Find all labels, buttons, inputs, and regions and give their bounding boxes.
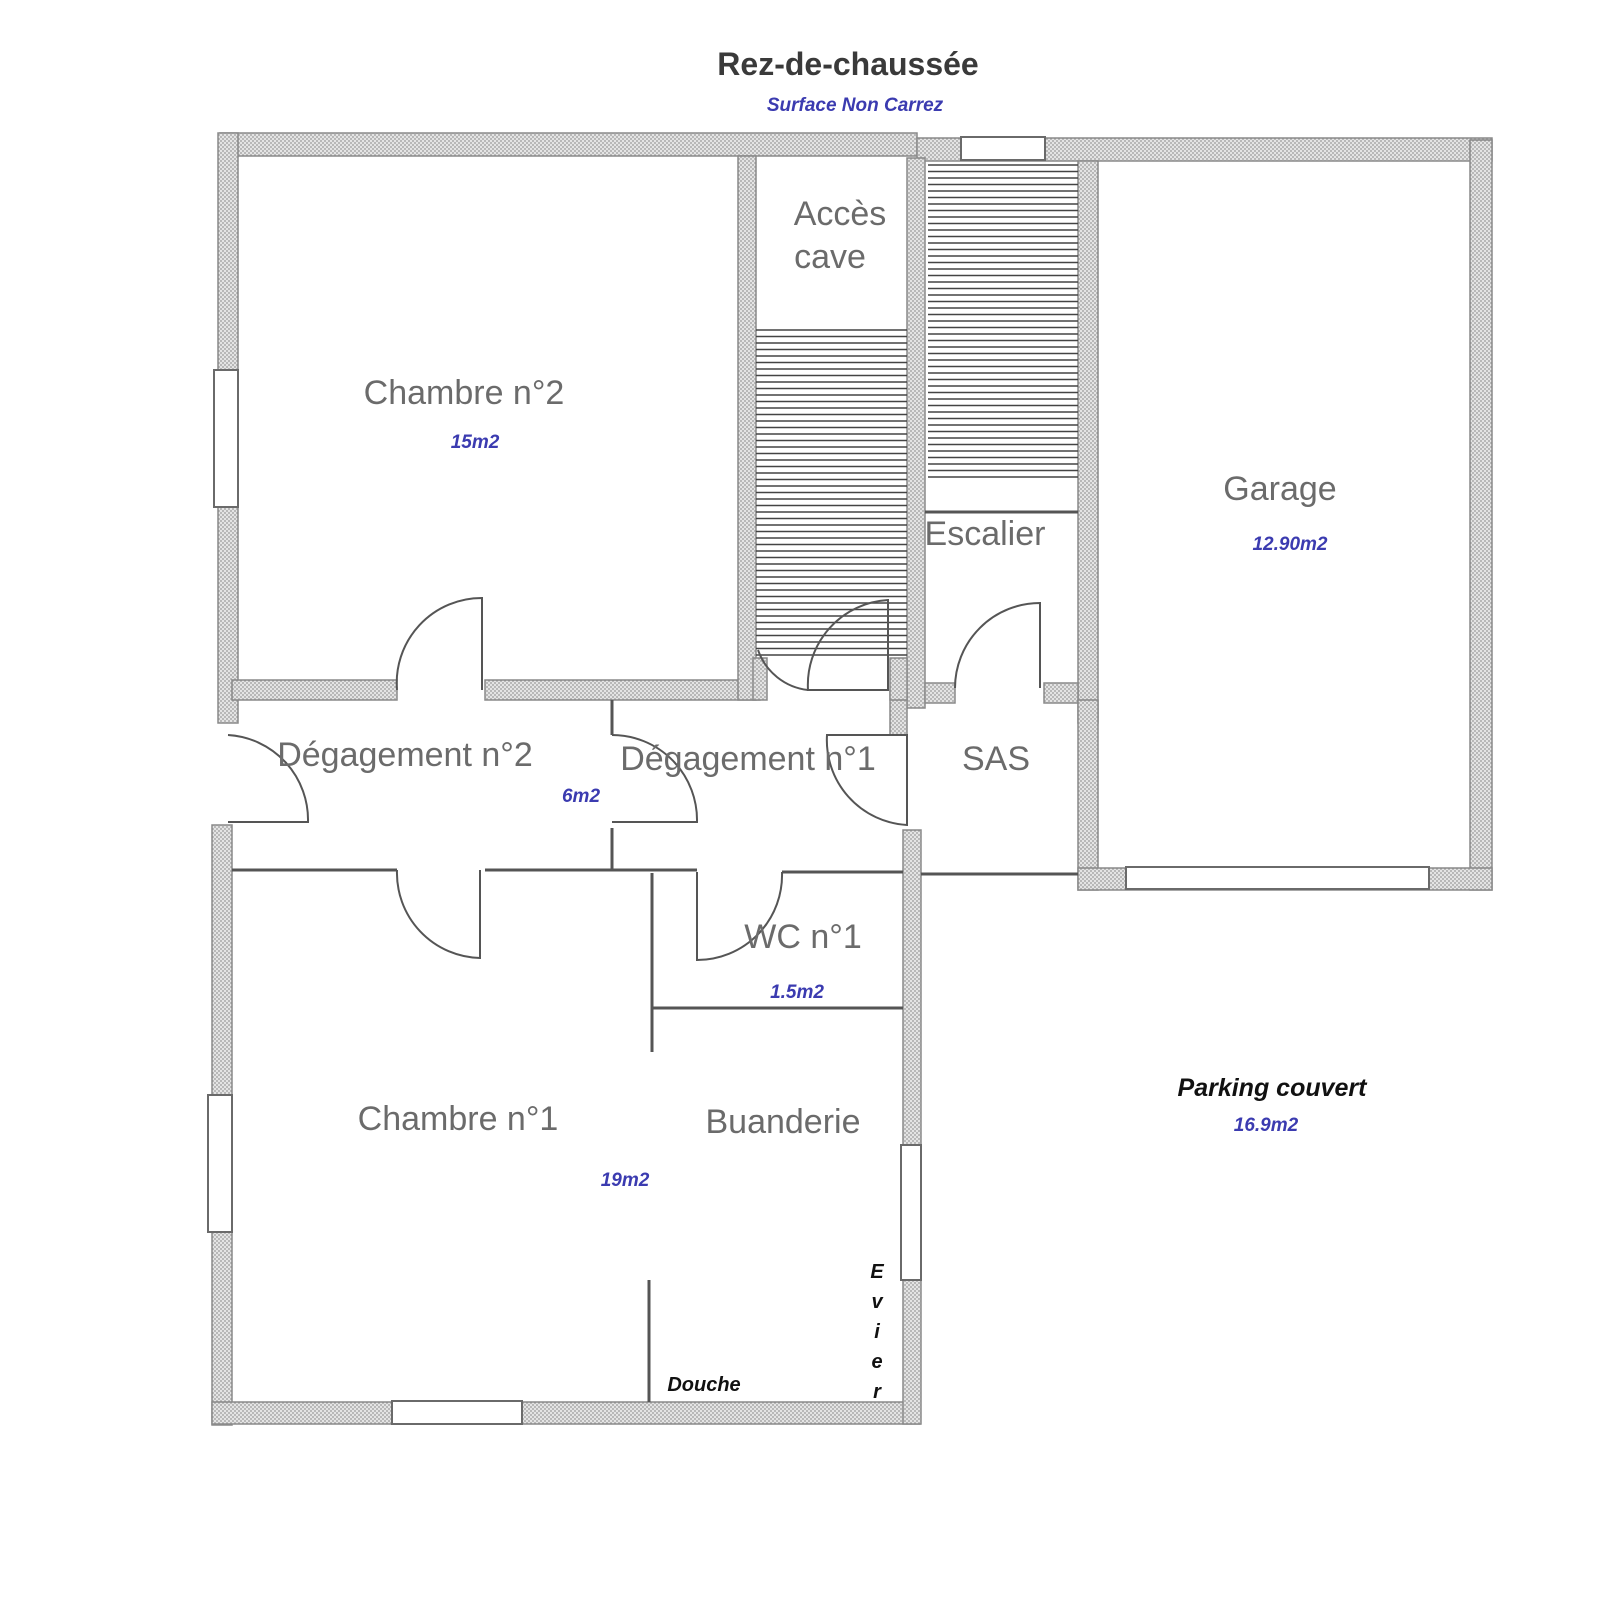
wall-escalier-right <box>1077 160 1099 724</box>
room-label-acces-line1: Accès <box>794 195 887 233</box>
room-label-chambre2: Chambre n°2 <box>364 374 565 412</box>
label-douche: Douche <box>667 1374 740 1396</box>
wall-acces-right <box>906 157 926 709</box>
wall-escalier-bottom-a <box>924 682 956 704</box>
area-degagement: 6m2 <box>562 786 600 807</box>
door-chambre1 <box>395 869 481 960</box>
area-garage: 12.90m2 <box>1252 534 1327 555</box>
stairs-cave <box>756 329 907 656</box>
area-wc1: 1.5m2 <box>770 982 824 1003</box>
door-cave <box>806 598 889 691</box>
wall-garage-left-lower <box>1077 699 1099 891</box>
evier-letter: v <box>871 1291 884 1313</box>
evier-letter: r <box>873 1381 882 1403</box>
window-chambre1 <box>207 1094 233 1233</box>
room-label-chambre1: Chambre n°1 <box>358 1100 559 1138</box>
door-sas <box>825 734 908 827</box>
wall-garage-right <box>1469 139 1493 891</box>
window-bottom <box>391 1400 523 1425</box>
window-garage <box>1125 866 1430 890</box>
window-top <box>960 136 1046 161</box>
wall-stub-a <box>752 657 768 701</box>
window-buanderie <box>900 1144 922 1281</box>
area-chambre2: 15m2 <box>451 432 500 453</box>
windows <box>207 136 1430 1425</box>
room-label-acces-line2: cave <box>794 238 866 276</box>
evier-letter: E <box>870 1261 884 1283</box>
wall-chambre2-bottom-a <box>231 679 398 701</box>
door-entry-left <box>227 734 310 823</box>
door-cave-arc-2 <box>757 649 809 691</box>
wall-bottom <box>211 1401 921 1425</box>
wall-stub-b <box>889 657 908 701</box>
room-label-garage: Garage <box>1223 470 1336 508</box>
doors <box>227 596 1041 962</box>
room-label-buanderie: Buanderie <box>705 1103 860 1141</box>
partitions <box>232 510 1078 1402</box>
plan-title: Rez-de-chaussée <box>717 46 978 82</box>
room-label-degagement1: Dégagement n°1 <box>620 740 876 778</box>
wall-acces-left <box>737 155 757 701</box>
door-chambre2 <box>395 596 483 691</box>
evier-letter: e <box>871 1351 882 1373</box>
walls <box>211 132 1493 1426</box>
area-chambre1: 19m2 <box>601 1170 650 1191</box>
room-label-escalier: Escalier <box>925 515 1046 553</box>
door-escalier <box>954 601 1041 689</box>
door-wc <box>696 871 784 962</box>
label-evier: E v i e r <box>870 1261 884 1403</box>
label-parking: Parking couvert <box>1178 1074 1369 1102</box>
door-degagement <box>611 734 699 823</box>
plan-subtitle: Surface Non Carrez <box>767 95 944 116</box>
room-label-wc1: WC n°1 <box>744 918 862 956</box>
window-chambre2 <box>213 369 239 508</box>
room-label-sas: SAS <box>962 740 1030 778</box>
area-parking: 16.9m2 <box>1234 1115 1299 1136</box>
wall-chambre2-bottom-b <box>484 679 761 701</box>
wall-buanderie-right <box>902 829 922 1425</box>
wall-top-left <box>219 132 918 157</box>
stairs-escalier <box>928 164 1078 478</box>
room-label-degagement2: Dégagement n°2 <box>277 736 533 774</box>
wall-escalier-bottom-b <box>1043 682 1079 704</box>
evier-letter: i <box>874 1321 880 1343</box>
